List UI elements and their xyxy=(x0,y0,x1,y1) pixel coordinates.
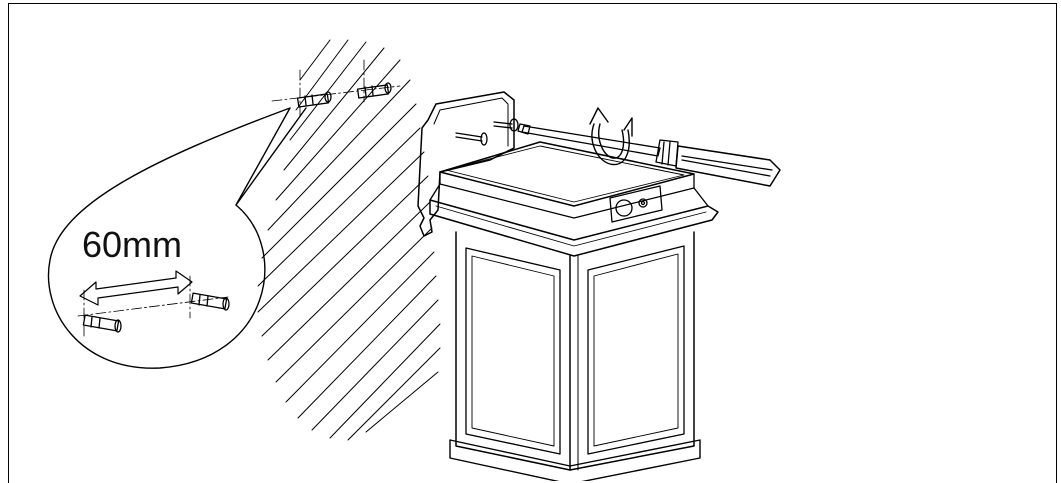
motion-sensor xyxy=(609,185,663,223)
dimension-arrow xyxy=(79,270,193,306)
spacing-dimension-label: 60mm xyxy=(82,224,183,265)
wall-hatching xyxy=(257,39,441,441)
detail-anchor-right xyxy=(190,292,230,311)
screw-left xyxy=(455,132,488,146)
rotation-arrow-icon xyxy=(589,107,633,166)
lamp-cornice xyxy=(429,199,719,257)
screwdriver-icon xyxy=(517,123,781,187)
illustration-frame xyxy=(8,3,1057,483)
detail-callout xyxy=(47,107,291,369)
lamp-base xyxy=(449,439,701,481)
lamp-body xyxy=(455,231,695,471)
wall-anchor-left xyxy=(296,91,332,108)
wall-anchor-right xyxy=(356,82,392,99)
detail-anchor-left xyxy=(82,314,122,333)
center-lines xyxy=(271,59,401,119)
